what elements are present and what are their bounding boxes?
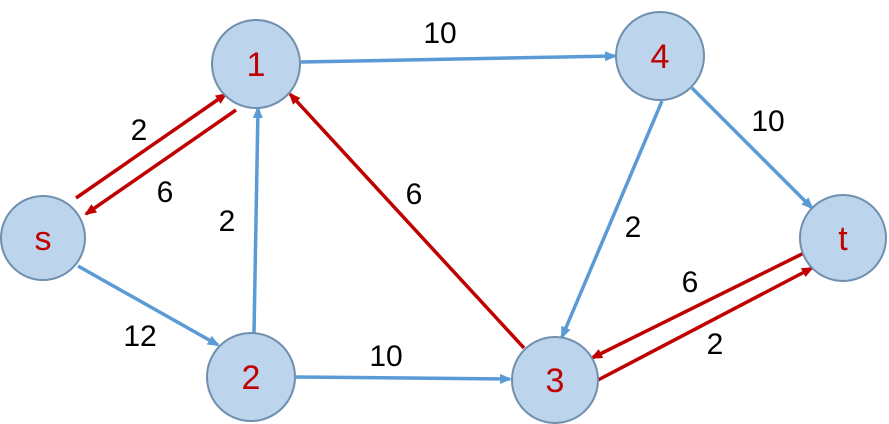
edge-label-1-to-s: 6 xyxy=(157,176,174,209)
edge-label-3-to-1: 6 xyxy=(406,178,423,211)
node-1: 1 xyxy=(211,19,301,109)
edge-label-3-to-t: 2 xyxy=(707,328,724,361)
edge-label-t-to-3: 6 xyxy=(682,266,699,299)
edge-3-to-t xyxy=(597,266,814,382)
edge-s-to-2 xyxy=(77,264,220,347)
node-t: t xyxy=(799,194,887,282)
edge-label-2-to-1: 2 xyxy=(219,205,236,238)
edge-label-2-to-3: 10 xyxy=(369,340,402,373)
node-3: 3 xyxy=(511,336,599,424)
node-4: 4 xyxy=(615,11,705,101)
edge-label-4-to-3: 2 xyxy=(625,211,642,244)
edge-4-to-t xyxy=(690,86,814,210)
edge-2-to-1 xyxy=(252,106,263,334)
edge-1-to-4 xyxy=(300,51,617,64)
edge-s-to-1 xyxy=(75,92,228,200)
edge-2-to-3 xyxy=(295,373,512,384)
edge-1-to-s xyxy=(84,108,237,216)
node-label-3: 3 xyxy=(546,362,565,400)
node-2: 2 xyxy=(206,332,296,422)
edges xyxy=(75,51,814,384)
node-label-1: 1 xyxy=(247,46,266,84)
node-s: s xyxy=(0,195,86,281)
node-label-2: 2 xyxy=(242,359,261,397)
edge-label-1-to-4: 10 xyxy=(423,17,456,50)
edge-4-to-3 xyxy=(560,100,664,339)
node-label-4: 4 xyxy=(651,38,670,76)
edge-labels: 10 10 2 2 12 10 6 2 6 2 6 xyxy=(123,17,784,373)
edge-3-to-1 xyxy=(288,92,526,350)
edge-label-4-to-t: 10 xyxy=(751,105,784,138)
node-label-s: s xyxy=(35,220,52,258)
edge-label-s-to-2: 12 xyxy=(123,320,156,353)
edge-t-to-3 xyxy=(590,250,807,360)
node-label-t: t xyxy=(838,220,848,258)
edge-label-s-to-1: 2 xyxy=(131,114,148,147)
nodes: s 1 2 3 4 t xyxy=(0,11,887,424)
